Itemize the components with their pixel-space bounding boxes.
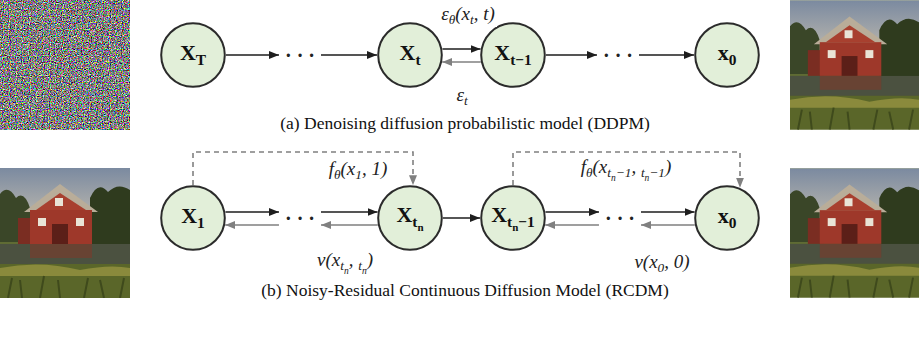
barn-photo [0,168,130,298]
transition-arrow [442,49,480,50]
barn-photo [790,169,919,298]
edge-label: fθ(x1, 1) [327,158,390,183]
circle-outline [161,186,225,250]
circle-outline [695,186,759,250]
state-label: Xtn−1 [491,202,535,234]
connector-line [193,152,413,185]
state-label: XT [180,40,206,69]
circle-outline [161,23,225,87]
edge-label: v(xtn, tn) [315,249,375,277]
edge-label: εθ(xt, t) [439,3,497,28]
edge-label: fθ(xtn−1, tn−1) [579,156,674,184]
circle-outline [481,186,545,250]
barn-photo [790,1,919,130]
state-node: x0 [694,185,760,251]
state-node: XT [160,22,226,88]
state-circle [480,185,546,251]
transition-arrow [442,62,481,63]
ellipsis: · · · [282,204,318,232]
sub-caption: (b) Noisy-Residual Continuous Diffusion … [261,280,669,301]
ellipsis: · · · [600,41,636,69]
arrow-head [641,221,651,229]
state-node: Xtn [377,185,443,251]
state-node: X1 [160,185,226,251]
connector-line [443,217,480,219]
arrow-head [589,208,599,216]
skip-connection [193,152,413,185]
connector-line [513,152,740,188]
state-node: x0 [694,22,760,88]
arrow-head [269,208,279,216]
state-node: Xt−1 [480,22,546,88]
skip-connection [513,152,740,188]
state-label: Xt [399,40,420,69]
state-node: Xtn−1 [480,185,546,251]
sub-caption: (a) Denoising diffusion probabilistic mo… [280,113,650,134]
state-label: Xtn [396,202,423,234]
circle-outline [378,23,442,87]
arrow-head [269,51,279,59]
edge-label: v(x0, 0) [632,251,691,276]
noise-image [0,0,130,130]
circle-outline [378,186,442,250]
transition-arrow [443,218,480,219]
state-label: x0 [718,40,737,69]
edge-label: εt [454,84,469,109]
connector-line [442,48,480,50]
arrow-head [587,51,597,59]
ellipsis: · · · [602,204,638,232]
state-label: x0 [718,203,737,232]
circle-outline [481,23,545,87]
connector-line [442,61,481,63]
state-label: X1 [181,203,205,232]
ellipsis: · · · [282,41,318,69]
circle-outline [695,23,759,87]
state-node: Xt [377,22,443,88]
arrow-head [321,221,331,229]
state-label: Xt−1 [494,40,531,69]
